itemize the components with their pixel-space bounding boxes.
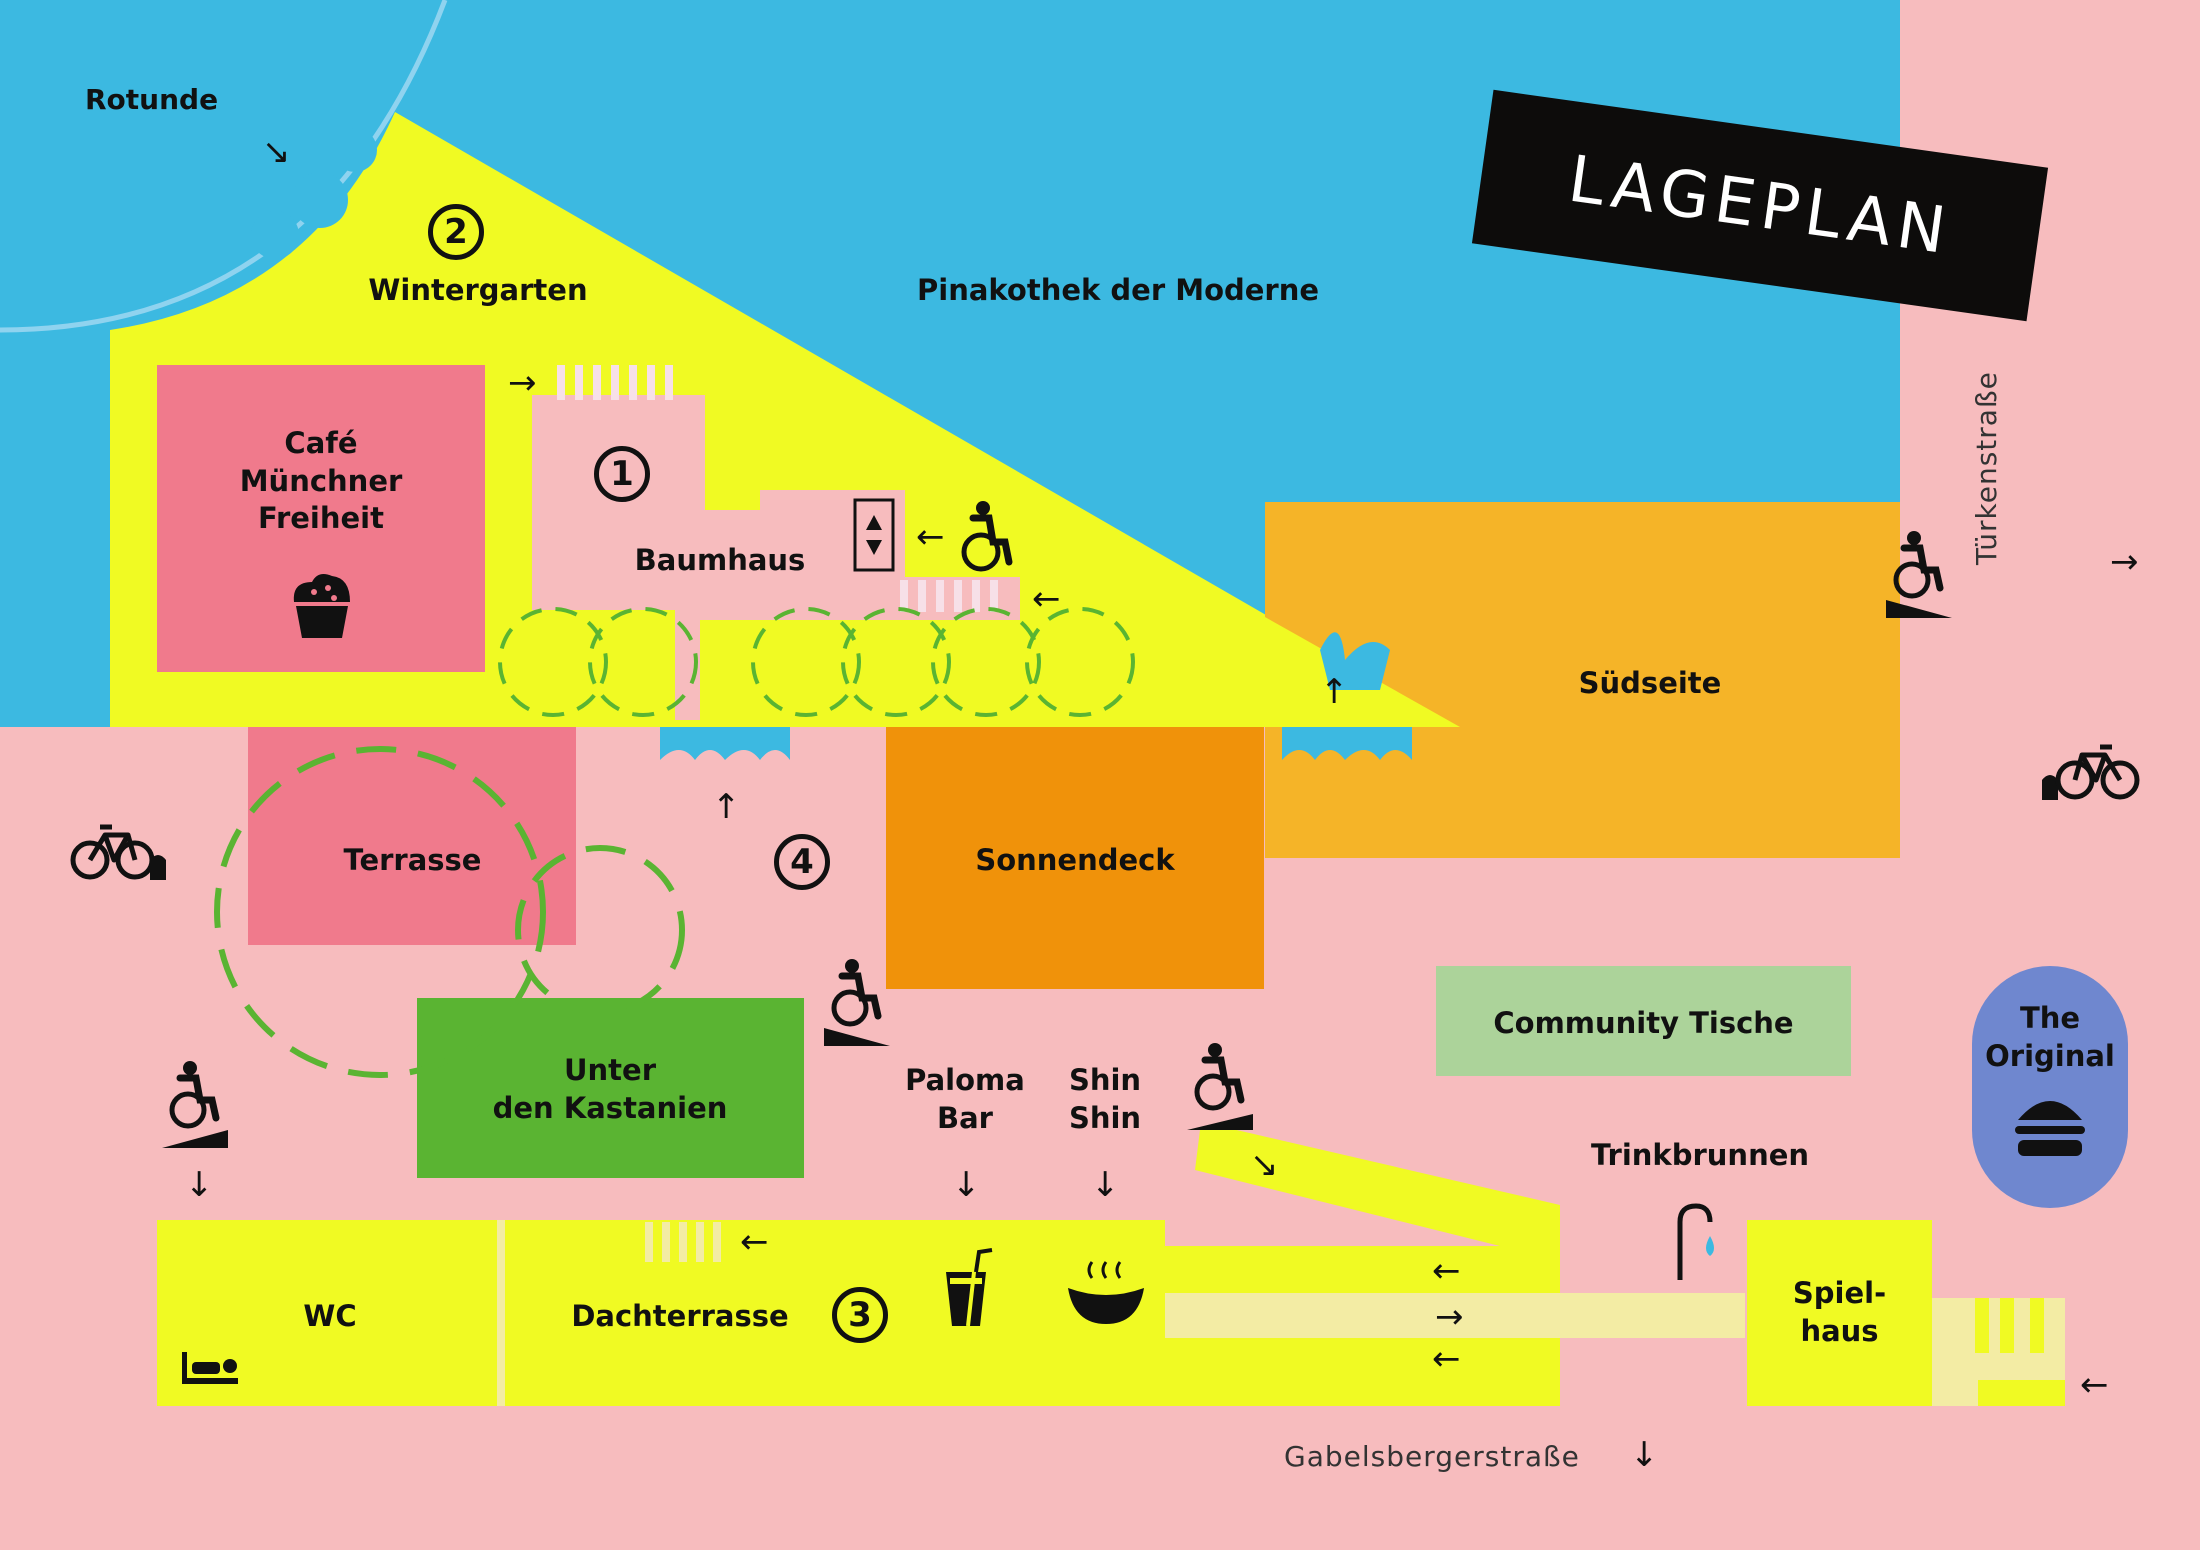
street-gabelsberger: Gabelsbergerstraße <box>1284 1440 1580 1473</box>
bicycle-icon <box>70 824 166 880</box>
arrow-corridor-left-2: ← <box>1432 1339 1461 1379</box>
baumhaus-area <box>532 395 1020 720</box>
label-community: Community Tische <box>1493 1006 1794 1040</box>
label-shin: Shin Shin <box>1068 1063 1142 1135</box>
wheelchair-ramp-icon <box>1187 1043 1253 1130</box>
arrow-paloma-down: ↓ <box>952 1165 981 1205</box>
elevator-icon <box>853 498 895 572</box>
marker-1: 1 <box>594 446 650 502</box>
label-spielhaus: Spiel- haus <box>1792 1276 1887 1348</box>
arrow-gabelsberger: ↓ <box>1630 1435 1659 1475</box>
wheelchair-ramp-icon <box>1886 531 1952 618</box>
wheelchair-icon <box>961 501 1013 572</box>
label-dachterrasse: Dachterrasse <box>571 1299 789 1333</box>
arrow-baumhaus-stairs: ← <box>1032 579 1061 619</box>
fountain-icon <box>1677 1203 1714 1280</box>
burger-icon <box>2015 1101 2085 1156</box>
arrow-corridor-left-1: ← <box>1432 1251 1461 1291</box>
label-sonnendeck: Sonnendeck <box>975 843 1175 877</box>
label-pinakothek: Pinakothek der Moderne <box>917 273 1320 307</box>
arrow-tuerken: → <box>2110 542 2139 582</box>
arrow-shin-down: ↓ <box>1091 1165 1120 1205</box>
cupcake-icon <box>293 574 350 638</box>
arrow-elevator: ← <box>916 517 945 557</box>
arrow-wc-down: ↓ <box>185 1165 214 1205</box>
map-title: LAGEPLAN <box>1564 142 1956 269</box>
label-cafe: Café Münchner Freiheit <box>239 426 403 536</box>
label-paloma: Paloma Bar <box>905 1063 1025 1135</box>
sonnendeck-block <box>886 727 1264 989</box>
street-tuerkenstrasse: Türkenstraße <box>1970 371 2003 565</box>
arrow-rotunde: ↘ <box>262 132 291 172</box>
arrow-terrasse-up: ↑ <box>712 787 741 827</box>
arrow-cafe-entry: → <box>508 363 537 403</box>
bowl-icon <box>1068 1261 1144 1324</box>
label-rotunde: Rotunde <box>85 83 219 116</box>
wheelchair-ramp-icon <box>162 1061 228 1148</box>
trees <box>498 607 1135 717</box>
water-features <box>660 632 1412 760</box>
wheelchair-ramp-icon <box>824 959 890 1046</box>
marker-2: 2 <box>428 204 484 260</box>
arrow-ramp: ↘ <box>1250 1145 1279 1185</box>
marker-3: 3 <box>832 1287 888 1343</box>
label-the-original: The Original <box>1985 1001 2115 1073</box>
bicycle-icon <box>2042 744 2140 800</box>
ramp <box>1195 1125 1560 1246</box>
spielhaus-block <box>1747 1220 1932 1406</box>
arrow-dachterrasse-stairs: ← <box>740 1222 769 1262</box>
marker-4: 4 <box>774 834 830 890</box>
the-original-blob <box>1972 966 2128 1208</box>
wc-block <box>157 1220 497 1406</box>
stairs <box>557 365 998 612</box>
label-wintergarten: Wintergarten <box>368 273 588 307</box>
label-baumhaus: Baumhaus <box>634 543 806 577</box>
label-terrasse: Terrasse <box>343 843 482 877</box>
arrow-corridor-right: → <box>1435 1297 1464 1337</box>
drink-icon <box>946 1248 993 1327</box>
community-block <box>1436 966 1851 1076</box>
arrow-spielhaus-left: ← <box>2080 1365 2109 1405</box>
label-wc: WC <box>303 1299 357 1333</box>
label-suedseite: Südseite <box>1578 666 1722 700</box>
label-kastanien: Unter den Kastanien <box>492 1053 728 1125</box>
arrow-suedseite-up: ↑ <box>1320 672 1349 712</box>
label-trinkbrunnen: Trinkbrunnen <box>1590 1138 1810 1172</box>
baby-changing-icon <box>182 1352 238 1384</box>
kastanien-block <box>417 998 804 1178</box>
